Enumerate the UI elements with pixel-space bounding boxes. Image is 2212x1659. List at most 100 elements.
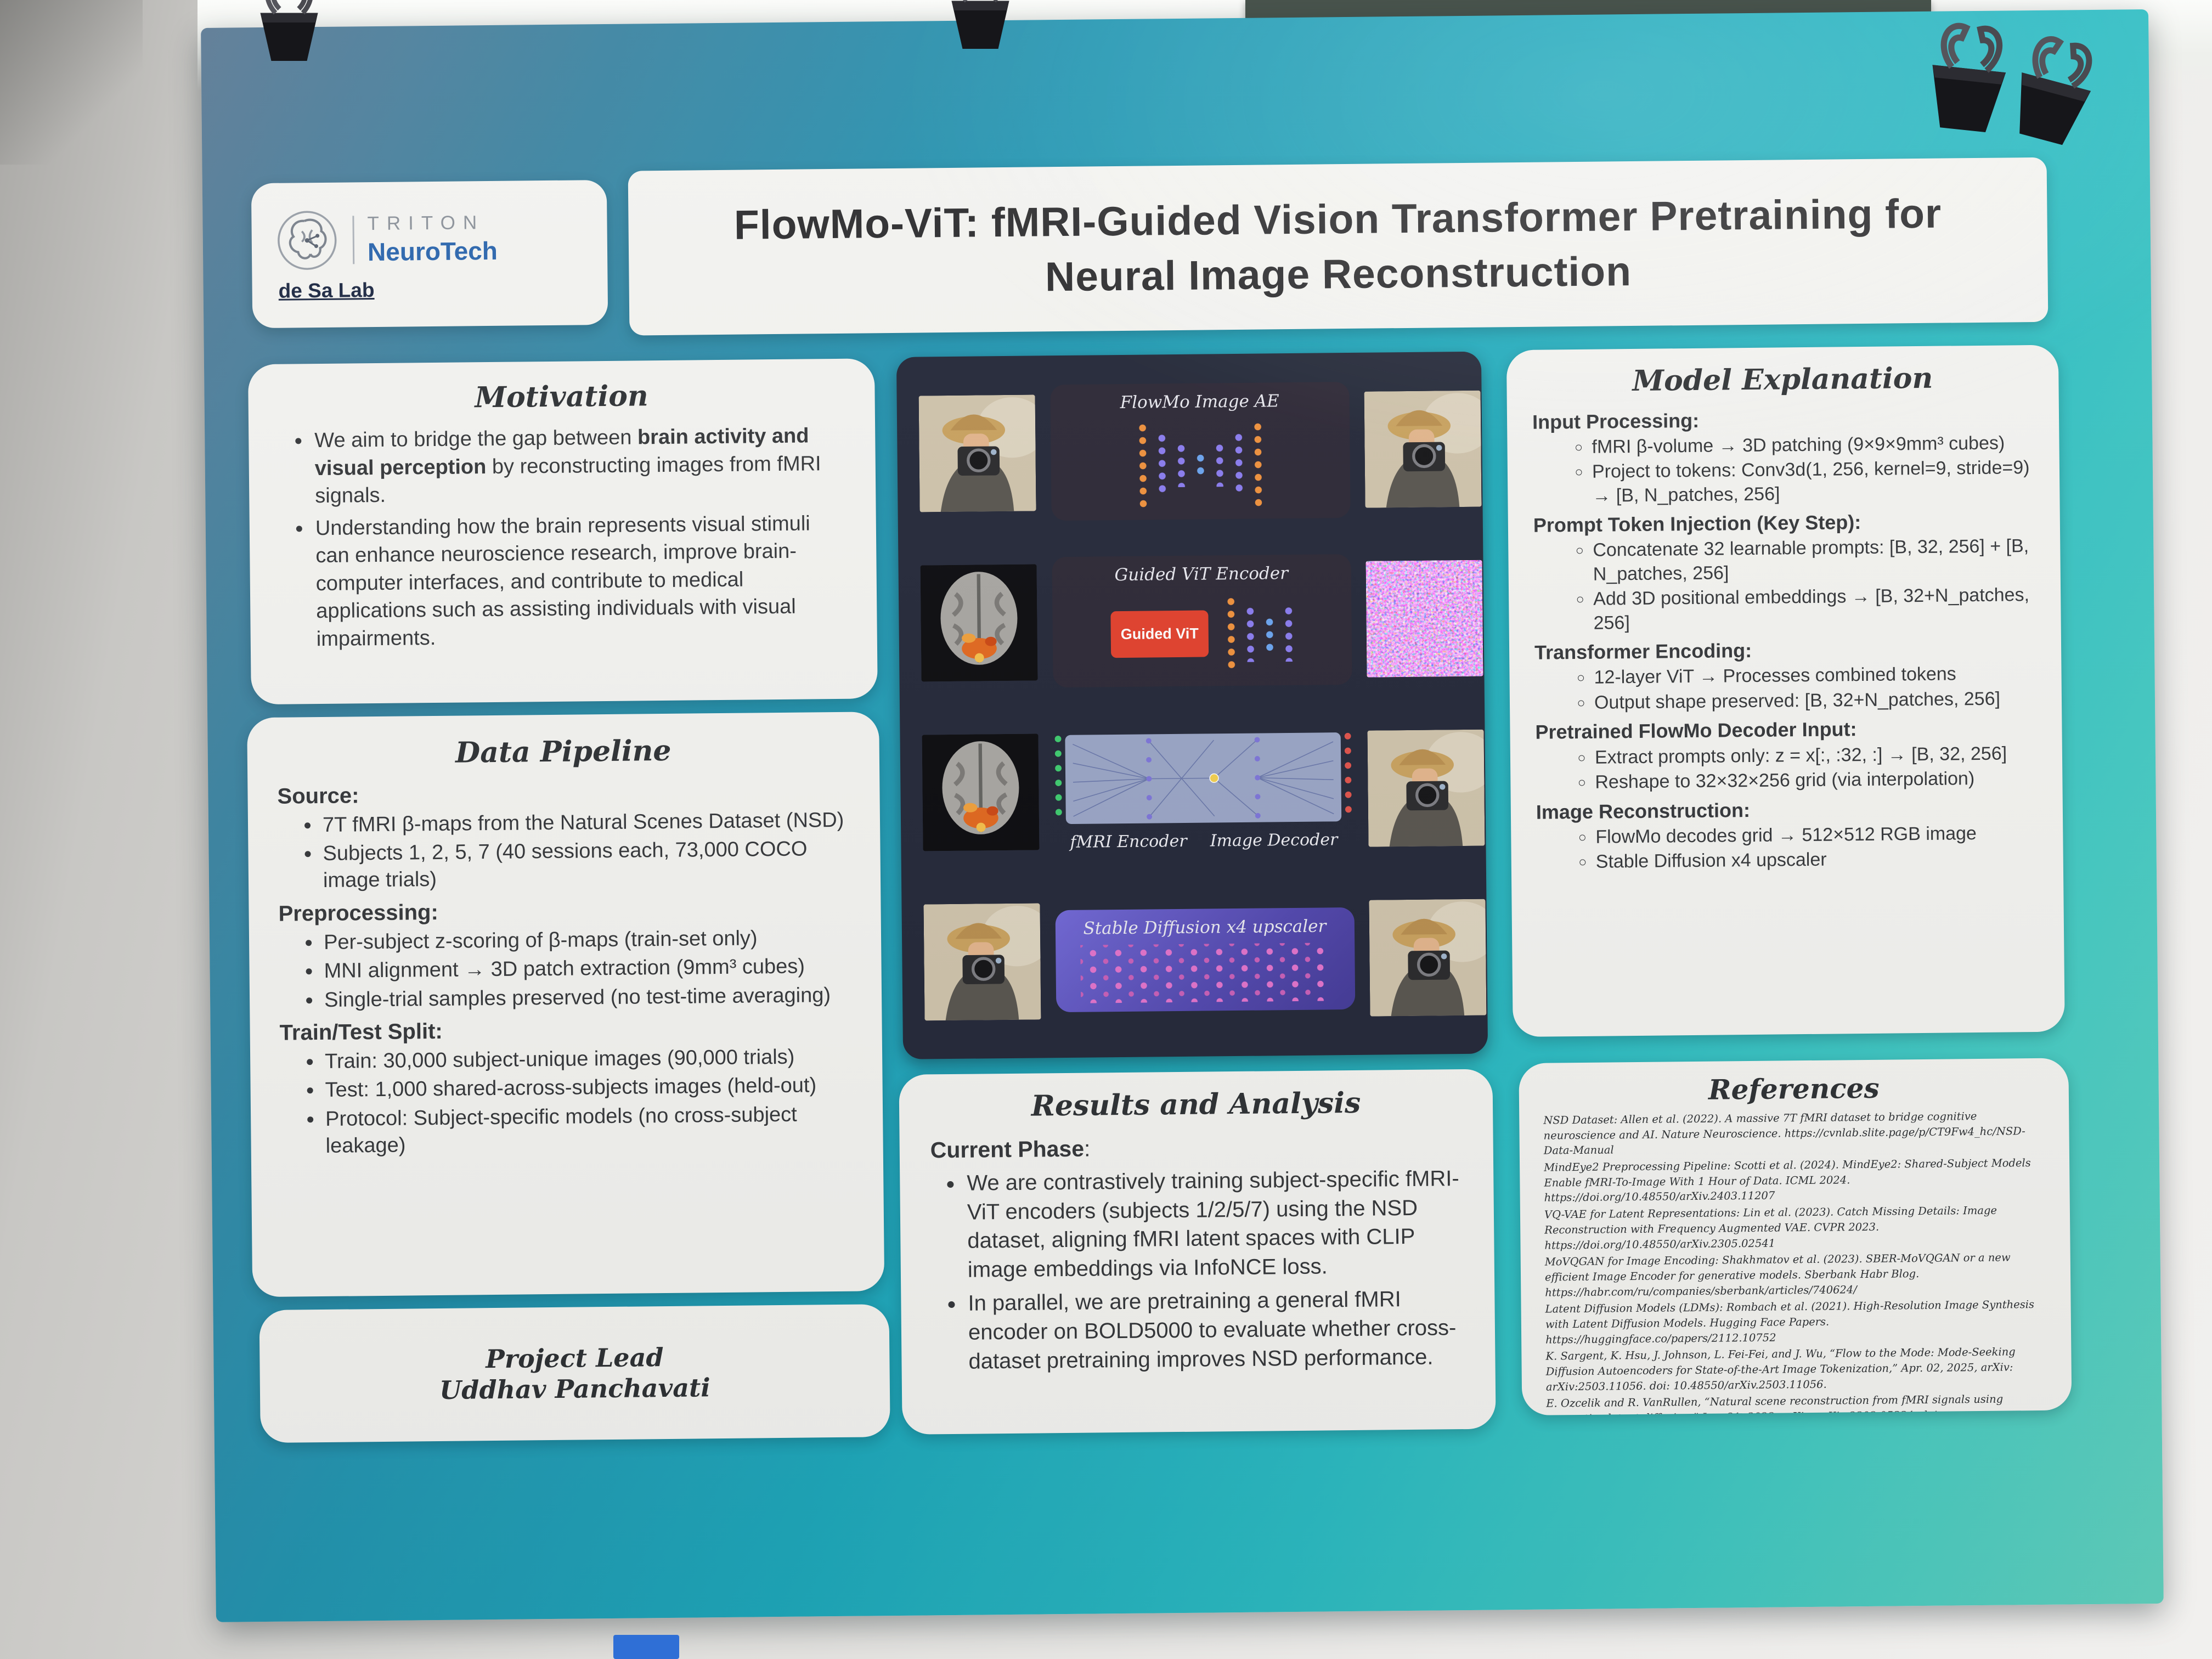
results-bullet: We are contrastively training subject-sp… (963, 1164, 1464, 1285)
results-list: We are contrastively training subject-sp… (963, 1164, 1465, 1376)
model-section-list: Concatenate 32 learnable prompts: [B, 32… (1592, 534, 2036, 635)
dot-column (1176, 442, 1186, 487)
data-pipeline-section: Data Pipeline Source: 7T fMRI β-maps fro… (247, 712, 885, 1297)
motivation-heading: Motivation (475, 379, 648, 415)
encoder-decoder-labels: fMRI Encoder Image Decoder (1050, 830, 1357, 852)
pipeline-bullet: Subjects 1, 2, 5, 7 (40 sessions each, 7… (320, 836, 851, 895)
reference-entry: E. Ozcelik and R. VanRullen, “Natural sc… (1546, 1392, 2004, 1416)
diagram-grid: FlowMo Image AE Guided ViT Enco (896, 352, 1488, 1059)
model-bullet: Extract prompts only: z = x[:, :32, :] →… (1594, 741, 2037, 769)
references-section: References NSD Dataset: Allen et al. (20… (1519, 1058, 2072, 1416)
dot-column (1138, 421, 1148, 509)
model-explanation-section: Model Explanation Input Processing: fMRI… (1506, 345, 2065, 1037)
model-bullet: FlowMo decodes grid → 512×512 RGB image (1594, 821, 2038, 849)
dot-column (1253, 420, 1263, 507)
motivation-section: Motivation We aim to bridge the gap betw… (247, 358, 878, 705)
guided-vit-encoder-block: Guided ViT Encoder Guided ViT (1051, 554, 1352, 687)
encoder-decoder-block: fMRI Encoder Image Decoder (1049, 728, 1357, 852)
org-name-neurotech: NeuroTech (367, 236, 498, 267)
fmri-encoder-label: fMRI Encoder (1070, 831, 1187, 852)
dot-column (1234, 431, 1243, 497)
reference-entry: Latent Diffusion Models (LDMs): Rombach … (1545, 1298, 2035, 1346)
model-section-label: Image Reconstruction: (1536, 798, 1751, 823)
camera-person-photo (1367, 729, 1485, 847)
image-decoder-label: Image Decoder (1210, 830, 1338, 851)
logo-text: TRITON NeuroTech (367, 212, 498, 267)
brain-circuit-logo-icon (278, 211, 337, 270)
results-bullet: In parallel, we are pretraining a genera… (964, 1284, 1464, 1376)
reference-entry: K. Sargent, K. Hsu, J. Johnson, L. Fei-F… (1545, 1345, 2016, 1393)
model-section-label: Pretrained FlowMo Decoder Input: (1535, 718, 1857, 744)
model-bullet: Reshape to 32×32×256 grid (via interpola… (1594, 766, 2037, 794)
corner-shadow (0, 0, 143, 165)
dot-column (1196, 452, 1205, 477)
model-section-label: Input Processing: (1532, 409, 1700, 433)
dot-column (1284, 604, 1294, 662)
model-bullet: Stable Diffusion x4 upscaler (1595, 846, 2038, 874)
camera-person-photo (919, 394, 1036, 512)
logo-card: TRITON NeuroTech de Sa Lab (251, 179, 608, 329)
pipeline-bullet: Per-subject z-scoring of β-maps (train-s… (321, 924, 851, 956)
research-poster: TRITON NeuroTech de Sa Lab FlowMo-ViT: f… (201, 9, 2164, 1622)
pipeline-bullet: Protocol: Subject-specific models (no cr… (323, 1101, 854, 1160)
model-section-list: Extract prompts only: z = x[:, :32, :] →… (1594, 741, 2038, 794)
upscaler-dot-grid (1080, 942, 1330, 1003)
pipeline-preprocessing-list: Per-subject z-scoring of β-maps (train-s… (321, 924, 852, 1013)
model-bullet: fMRI β-volume → 3D patching (9×9×9mm³ cu… (1590, 431, 2034, 459)
motivation-bullet-1-pre: We aim to bridge the gap between (314, 426, 638, 453)
model-explanation-heading: Model Explanation (1632, 361, 1933, 398)
vit-dot-columns: Guided ViT (1110, 589, 1294, 678)
title-card: FlowMo-ViT: fMRI-Guided Vision Transform… (628, 157, 2049, 336)
reference-entry: MoVQGAN for Image Encoding: Shakhmatov e… (1544, 1251, 2011, 1299)
reference-entry: MindEye2 Preprocessing Pipeline: Scotti … (1544, 1156, 2031, 1205)
motivation-list: We aim to bridge the gap between brain a… (311, 422, 845, 653)
pipeline-split-list: Train: 30,000 subject-unique images (90,… (323, 1043, 854, 1160)
noise-photo (1366, 560, 1483, 677)
results-section: Results and Analysis Current Phase: We a… (899, 1069, 1496, 1435)
guided-vit-box: Guided ViT (1110, 610, 1209, 658)
model-section-label: Prompt Token Injection (Key Step): (1533, 511, 1861, 537)
project-lead-name: Uddhav Panchavati (439, 1373, 710, 1405)
model-bullet: Add 3D positional embeddings → [B, 32+N_… (1592, 583, 2036, 635)
pipeline-bullet: 7T fMRI β-maps from the Natural Scenes D… (320, 806, 850, 839)
model-section-label: Transformer Encoding: (1534, 639, 1752, 664)
model-bullet: Concatenate 32 learnable prompts: [B, 32… (1592, 534, 2035, 586)
poster-title: FlowMo-ViT: fMRI-Guided Vision Transform… (733, 190, 1942, 300)
reference-entry: VQ-VAE for Latent Representations: Lin e… (1544, 1204, 1997, 1252)
data-pipeline-heading: Data Pipeline (455, 733, 672, 770)
flowmo-ae-label: FlowMo Image AE (1120, 391, 1279, 413)
logo-row: TRITON NeuroTech (274, 205, 584, 273)
motivation-bullet-1: We aim to bridge the gap between brain a… (311, 422, 844, 510)
dot-column (1157, 431, 1166, 498)
pipeline-bullet: Single-trial samples preserved (no test-… (322, 981, 852, 1014)
model-bullet: Output shape preserved: [B, 32+N_patches… (1593, 687, 2036, 715)
flowmo-image-ae-block: FlowMo Image AE (1049, 381, 1351, 521)
pipeline-split-label: Train/Test Split: (279, 1019, 443, 1045)
pipeline-bullet: MNI alignment → 3D patch extraction (9mm… (321, 953, 851, 985)
model-section-list: fMRI β-volume → 3D patching (9×9×9mm³ cu… (1590, 431, 2034, 508)
reference-entry: NSD Dataset: Allen et al. (2022). A mass… (1543, 1110, 2025, 1158)
current-phase-line: Current Phase: (930, 1130, 1463, 1165)
dot-column (1246, 605, 1255, 662)
current-phase-colon: : (1084, 1136, 1091, 1161)
brain-scan-photo (921, 564, 1038, 681)
binder-clip-icon (939, 0, 1022, 54)
pipeline-source-list: 7T fMRI β-maps from the Natural Scenes D… (320, 806, 851, 894)
pipeline-source-label: Source: (277, 783, 359, 809)
motivation-bullet-2: Understanding how the brain represents v… (312, 510, 845, 653)
model-bullet: Project to tokens: Conv3d(1, 256, kernel… (1591, 456, 2035, 508)
project-lead-heading: Project Lead (485, 1342, 664, 1374)
stable-diffusion-upscaler-block: Stable Diffusion x4 upscaler (1055, 907, 1355, 1012)
results-heading: Results and Analysis (1031, 1086, 1361, 1123)
org-name-triton: TRITON (367, 212, 485, 235)
model-bullet: 12-layer ViT → Processes combined tokens (1593, 662, 2036, 690)
pipeline-bullet: Train: 30,000 subject-unique images (90,… (323, 1043, 853, 1076)
lab-name: de Sa Lab (278, 279, 375, 302)
encoder-decoder-network-graphic (1054, 732, 1352, 824)
brain-scan-photo (922, 733, 1040, 851)
model-section-list: 12-layer ViT → Processes combined tokens… (1593, 662, 2036, 715)
project-lead-section: Project Lead Uddhav Panchavati (259, 1304, 890, 1443)
dot-column (1227, 595, 1236, 672)
pipeline-preprocessing-label: Preprocessing: (278, 900, 439, 926)
